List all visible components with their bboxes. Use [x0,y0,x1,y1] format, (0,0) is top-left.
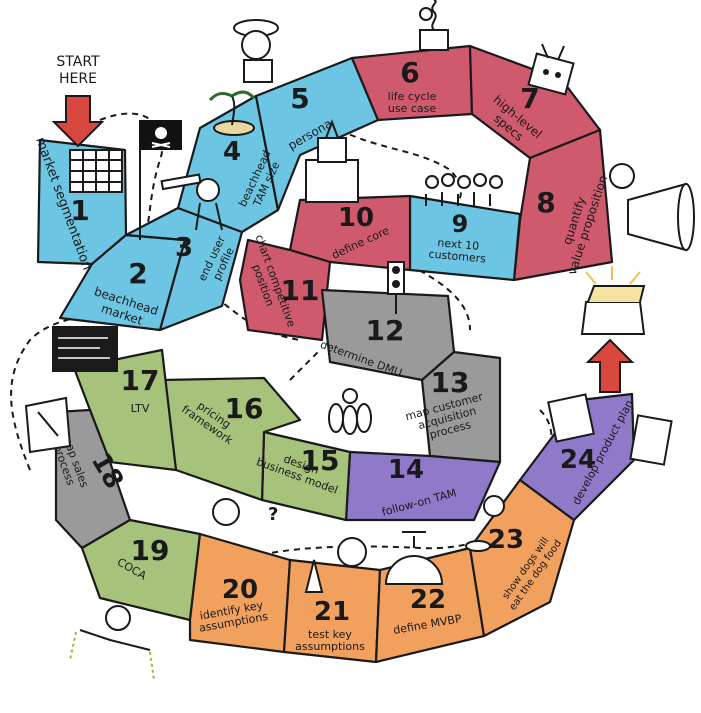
step-13-number: 13 [431,366,470,399]
step-5-number: 5 [290,82,309,115]
step-20-number: 20 [222,575,258,605]
tile-17[interactable] [72,348,178,472]
step-14-number: 14 [388,455,424,485]
explorer-telescope-icon [160,173,223,231]
step-12-number: 12 [366,314,405,347]
start-arrow-icon [51,95,105,148]
step-24-number: 24 [560,445,596,475]
step-16-number: 16 [225,392,264,425]
step-15-number: 15 [301,444,340,477]
igloo-icon [384,531,444,585]
pirate-flag-icon [139,120,182,240]
step-17-number: 17 [121,364,160,397]
step-17-label: LTV [131,402,150,415]
step-6-number: 6 [400,56,419,89]
step-3-number: 3 [175,233,193,263]
persona-character-icon [233,19,279,83]
step-11-number: 11 [281,274,320,307]
customers-crowd-icon [425,173,503,206]
step-8-number: 8 [536,186,555,219]
step-21-number: 21 [314,597,350,627]
tile-10[interactable] [288,194,412,272]
researcher-icon [304,537,367,593]
bowling-pins-icon [328,388,372,435]
step-3-label: end userprofile [196,233,240,288]
svg-text:?: ? [268,504,278,525]
step-4-number: 4 [223,137,241,167]
finish-arrow-icon [585,338,635,393]
tile-20[interactable] [188,532,292,654]
product-plan-sheet-icon [547,393,673,466]
tile-23[interactable] [468,478,576,638]
step-23-number: 23 [488,525,524,555]
step-2-number: 2 [128,257,147,290]
step-9-label: next 10customers [428,236,488,266]
step-9-number: 9 [452,210,469,238]
step-19-number: 19 [131,534,170,567]
robot-icon [527,43,575,96]
jack-in-box-icon [419,0,449,51]
illustrations: ? [24,0,695,681]
sandcastle-icon [305,119,359,203]
treasure-chest-icon [580,266,646,335]
dog-bowl-icon [465,495,505,552]
step-22-number: 22 [410,585,446,615]
scientist-icon: ? [212,498,278,526]
traffic-light-icon [387,261,405,314]
calendar-icon [69,149,123,193]
step-10-number: 10 [338,203,374,233]
dizzy-person-icon [69,605,155,681]
island-icon [208,90,256,136]
step-7-number: 7 [520,82,539,115]
tile-13[interactable] [420,350,502,464]
megaphone-icon [609,163,695,252]
step-1-number: 1 [70,194,89,227]
chalkboard-icon [52,326,118,372]
sales-map-icon [24,396,72,454]
tile-11[interactable] [238,238,332,342]
tile-8[interactable] [512,128,614,282]
